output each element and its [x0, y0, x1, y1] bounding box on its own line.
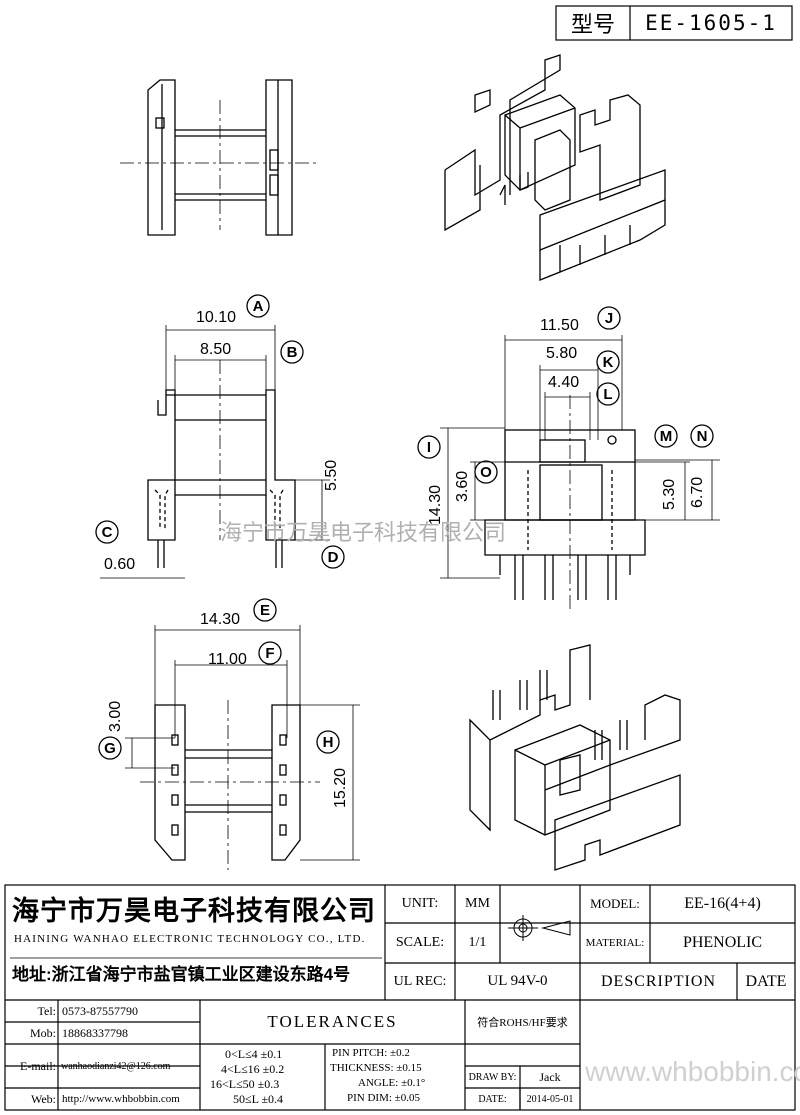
material-value: PHENOLIC: [682, 934, 763, 951]
label-i: I: [426, 438, 432, 456]
isometric-view-bottom: [469, 644, 681, 871]
material-label: MATERIAL:: [585, 937, 645, 949]
label-h: H: [322, 733, 334, 751]
mob-label: Mob:: [29, 1025, 56, 1040]
drawn-by-value: Jack: [539, 1069, 561, 1084]
angle: ANGLE: ±0.1°: [358, 1077, 426, 1089]
label-c: C: [101, 523, 113, 541]
date-value: 2014-05-01: [526, 1093, 574, 1105]
dim-d-value: 5.50: [323, 459, 340, 491]
ulrec-label: UL REC:: [393, 973, 447, 989]
description-label: DESCRIPTION: [600, 972, 716, 990]
pin-pitch: PIN PITCH: ±0.2: [332, 1047, 410, 1059]
title-block-frame: [4, 5, 796, 1111]
tolerance-range-2: 4<L≤16 ±0.2: [221, 1062, 285, 1076]
label-circles: [95, 294, 714, 760]
compliance-note: 符合ROHS/HF要求: [477, 1017, 568, 1029]
side-elevation-dimensions: [440, 335, 720, 579]
dim-i-value: 14.30: [427, 484, 444, 525]
label-o: O: [480, 463, 492, 481]
dim-o-value: 3.60: [454, 470, 471, 502]
dim-a-value: 10.10: [196, 309, 237, 326]
label-a: A: [252, 297, 264, 315]
drawn-by-label: DRAW BY:: [468, 1071, 517, 1083]
label-e: E: [259, 601, 270, 619]
date-label: DATE:: [478, 1093, 507, 1105]
tel-value: 0573-87557790: [62, 1003, 138, 1018]
label-b: B: [286, 343, 298, 361]
isometric-view-top: [444, 54, 666, 281]
dim-e-value: 14.30: [200, 611, 241, 628]
tel-label: Tel:: [37, 1003, 57, 1018]
dim-g-value: 3.00: [107, 700, 124, 732]
unit-label: UNIT:: [401, 896, 439, 911]
label-m: M: [659, 427, 673, 445]
dim-f-value: 11.00: [208, 651, 247, 668]
label-k: K: [602, 353, 614, 371]
scale-value: 1/1: [468, 935, 487, 950]
side-elevation: [484, 395, 646, 610]
label-l: L: [603, 385, 613, 403]
type-label: 型号: [570, 12, 615, 37]
company-address: 地址:浙江省海宁市盐官镇工业区建设东路4号: [12, 965, 351, 984]
tolerances-title: TOLERANCES: [267, 1012, 398, 1031]
email-value[interactable]: wanhaodianzi42@126.com: [61, 1060, 171, 1072]
tolerance-range-3: 16<L≤50 ±0.3: [210, 1077, 280, 1091]
email-label: E-mail:: [20, 1058, 56, 1073]
bottom-view: [140, 700, 320, 870]
model-code: EE-1605-1: [645, 11, 777, 35]
company-name-en: HAINING WANHAO ELECTRONIC TECHNOLOGY CO.…: [14, 933, 366, 945]
dim-b-value: 8.50: [200, 341, 232, 358]
bottom-view-dimensions: [125, 625, 360, 861]
dim-h-value: 15.20: [332, 767, 349, 808]
projection-symbol-icon: [508, 915, 571, 941]
scale-label: SCALE:: [395, 935, 445, 950]
model-value: EE-16(4+4): [684, 895, 761, 912]
company-name-cn: 海宁市万昊电子科技有限公司: [12, 896, 376, 926]
tolerance-range-1: 0<L≤4 ±0.1: [225, 1047, 283, 1061]
thickness: THICKNESS: ±0.15: [330, 1062, 422, 1074]
label-f: F: [265, 644, 275, 662]
unit-value: MM: [465, 896, 490, 911]
dim-c-value: 0.60: [104, 556, 136, 573]
web-label: Web:: [30, 1091, 56, 1106]
ulrec-value: UL 94V-0: [487, 973, 548, 989]
dim-m-value: 5.30: [661, 478, 678, 510]
footer-watermark: www.whbobbin.com: [585, 1056, 800, 1087]
label-g: G: [104, 739, 116, 757]
mob-value: 18868337798: [62, 1025, 128, 1040]
date-header: DATE: [745, 972, 787, 990]
dim-n-value: 6.70: [689, 476, 706, 508]
pin-dim: PIN DIM: ±0.05: [347, 1092, 420, 1104]
dim-l-value: 4.40: [548, 374, 580, 391]
label-d: D: [327, 548, 339, 566]
label-n: N: [696, 427, 708, 445]
label-j: J: [604, 309, 614, 327]
watermark: 海宁市万昊电子科技有限公司: [220, 520, 507, 545]
web-value[interactable]: http://www.whbobbin.com: [62, 1093, 180, 1105]
side-view: [120, 79, 320, 236]
tolerance-range-4: 50≤L ±0.4: [233, 1092, 284, 1106]
front-view-dimensions: [100, 325, 330, 579]
dim-j-value: 11.50: [540, 317, 579, 334]
dim-k-value: 5.80: [546, 345, 578, 362]
model-label: MODEL:: [590, 896, 640, 911]
